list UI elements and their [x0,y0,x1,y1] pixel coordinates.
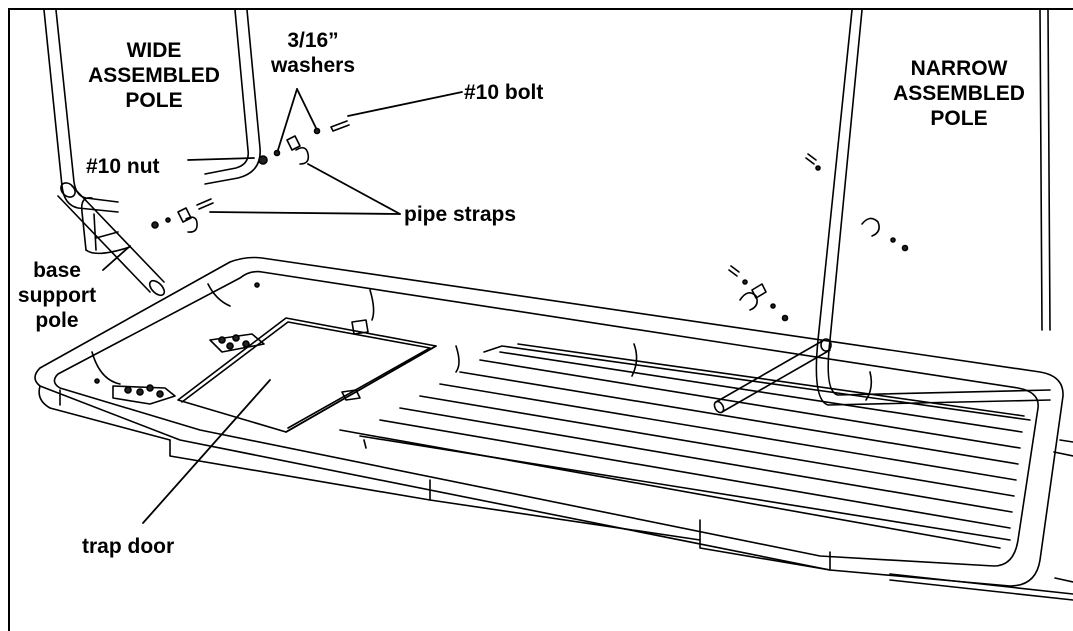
bolt-label: #10 bolt [464,81,544,104]
narrow-pole-hardware [728,153,909,322]
washers-label-line-2: washers [270,54,356,77]
floor-slats [339,343,1031,549]
narrow-pole-label-line-3: POLE [930,107,988,130]
washers-label-line-1: 3/16” [287,29,339,52]
trap-door-label: trap door [82,535,175,558]
tray-frame [34,256,1073,601]
base-support-pole-label-line-2: support [17,284,97,307]
wide-pole-hardware [151,120,350,233]
narrow-pole-label: NARROW ASSEMBLED POLE [880,56,1038,131]
diagram-frame [8,8,1073,631]
narrow-pole-label-line-1: NARROW [910,57,1008,80]
washers-label: 3/16” washers [258,28,368,78]
wide-pole-label-line-3: POLE [125,89,183,112]
wide-pole-label-line-1: WIDE [126,39,182,62]
wide-pole-label-line-2: ASSEMBLED [88,64,220,87]
pipe-straps-label: pipe straps [404,203,517,226]
nut-label: #10 nut [86,155,160,178]
leader-lines [102,88,463,524]
narrow-pole-label-line-2: ASSEMBLED [893,82,1025,105]
base-support-pole-label: base support pole [8,258,106,333]
base-support-pole [57,182,166,297]
wide-pole-label: WIDE ASSEMBLED POLE [84,38,224,113]
base-support-pole-label-line-3: pole [35,309,79,332]
trap-door [112,317,437,433]
base-support-pole-label-line-1: base [33,259,81,282]
